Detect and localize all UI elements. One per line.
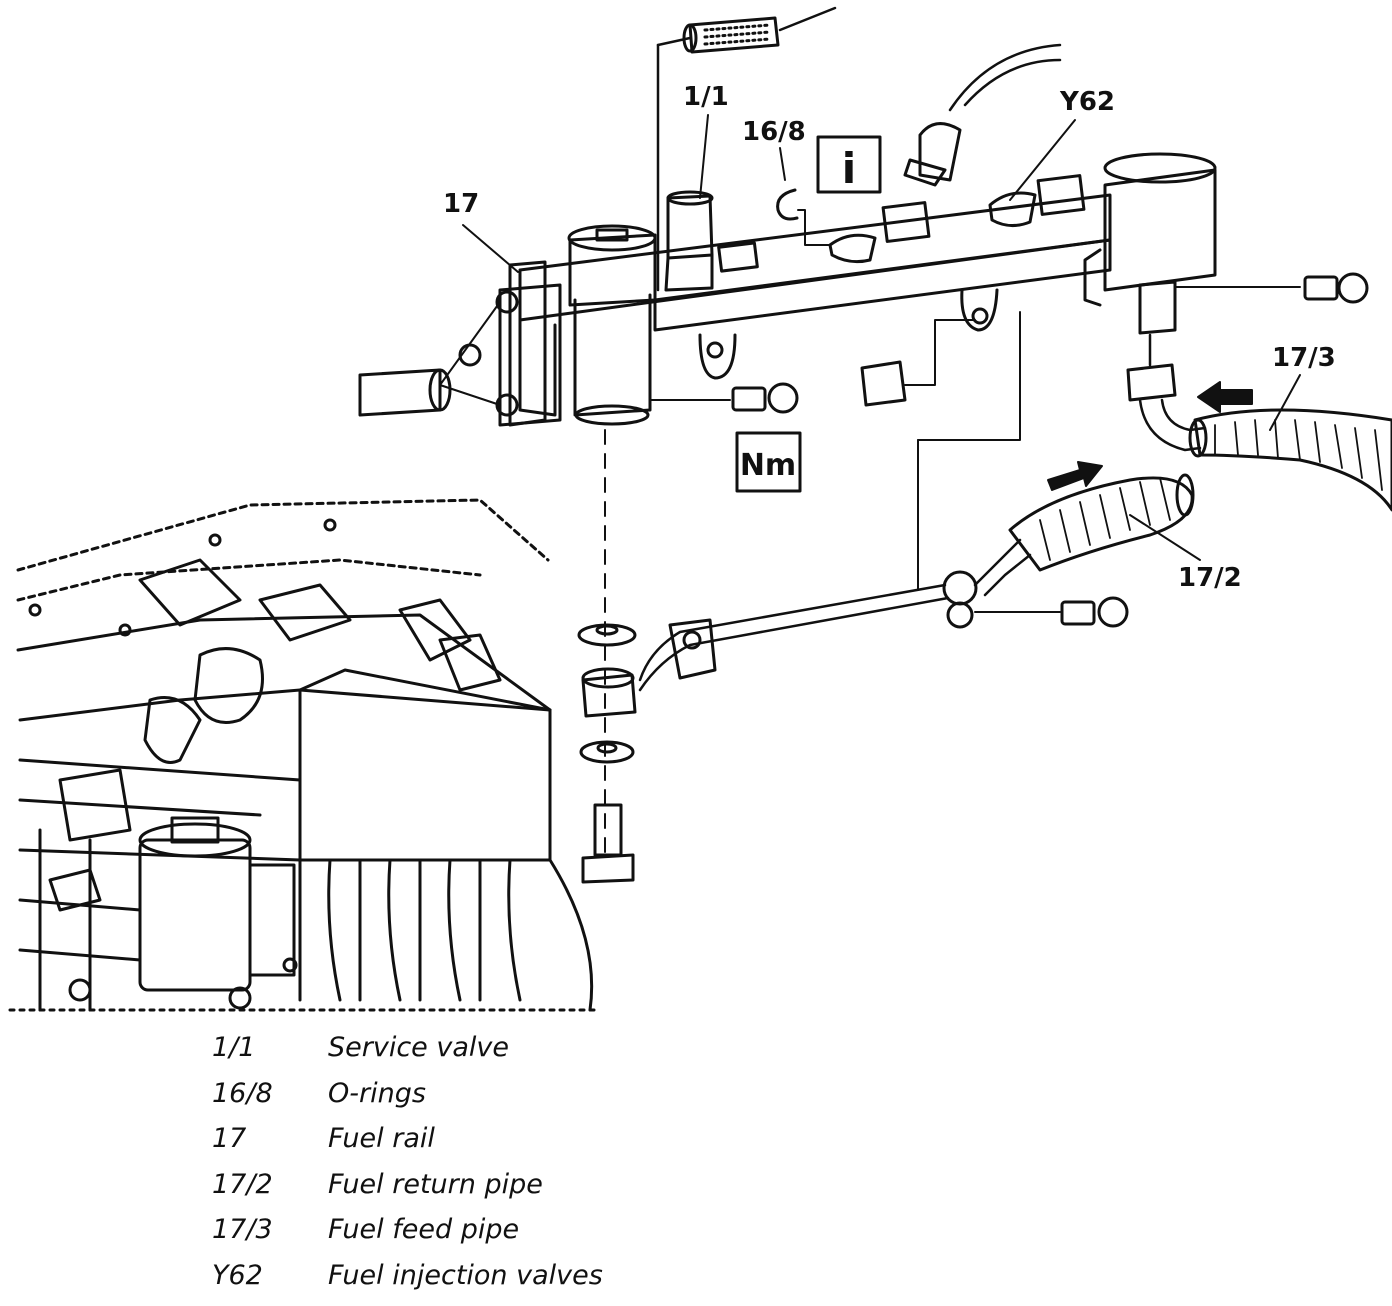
torque-symbol-box <box>735 431 802 493</box>
callout-leaders <box>462 114 1301 561</box>
feed-flow-arrow <box>1197 381 1253 413</box>
info-symbol-box <box>816 135 882 194</box>
screw-right <box>1174 272 1369 304</box>
legend-code: 17 <box>212 1123 247 1155</box>
callout-fuel-rail: 17 <box>443 189 479 219</box>
legend-description: Fuel rail <box>328 1123 435 1155</box>
legend-description: Service valve <box>328 1032 509 1063</box>
callout-service-valve: 1/1 <box>683 82 729 112</box>
legend-description: Fuel feed pipe <box>328 1214 520 1246</box>
rail-tower <box>567 224 657 426</box>
legend-description: Fuel return pipe <box>328 1168 543 1200</box>
symbol-boxes <box>735 135 882 493</box>
service-valve <box>664 190 714 292</box>
callout-labels: 1/1 16/8 Y62 17 17/3 17/2 i Nm <box>443 82 1336 593</box>
legend-code: 17/3 <box>212 1214 273 1246</box>
legend-description: O-rings <box>328 1077 426 1109</box>
legend-description: Fuel injection valves <box>328 1259 603 1291</box>
top-hose <box>656 6 837 292</box>
legend-code: 17/2 <box>212 1168 273 1200</box>
o-ring <box>776 188 831 246</box>
injection-valves <box>717 43 1086 273</box>
flow-arrows <box>1047 381 1253 491</box>
legend-code: 16/8 <box>212 1077 273 1109</box>
callout-injection-valves: Y62 <box>1059 87 1115 117</box>
engine-block <box>8 498 602 1012</box>
fuel-rail-body <box>498 152 1217 427</box>
info-symbol: i <box>842 144 856 193</box>
callout-o-rings: 16/8 <box>742 117 806 147</box>
screw-middle <box>649 382 799 414</box>
callout-fuel-feed-pipe: 17/3 <box>1272 343 1336 373</box>
feed-pipe <box>1126 333 1392 512</box>
legend-code: Y62 <box>212 1259 263 1291</box>
rubber-mount <box>860 319 976 407</box>
callout-fuel-return-pipe: 17/2 <box>1178 563 1242 593</box>
rail-bracket-left <box>358 260 547 427</box>
return-flow-arrow <box>1047 461 1103 491</box>
torque-symbol: Nm <box>740 448 796 483</box>
legend-code: 1/1 <box>212 1032 256 1063</box>
banjo-fitting-stack <box>577 429 637 884</box>
return-pipe <box>638 311 1195 692</box>
